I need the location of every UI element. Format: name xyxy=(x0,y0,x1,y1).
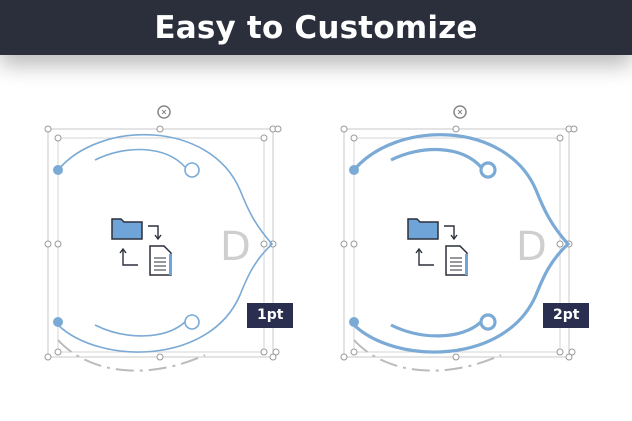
arc-dot-bottom xyxy=(349,317,359,327)
folder-icon xyxy=(407,218,439,240)
dashed-arc xyxy=(57,339,206,372)
outer-arc xyxy=(352,133,571,354)
page-title: Easy to Customize xyxy=(154,9,478,46)
arrow-icon xyxy=(119,225,162,266)
document-icon xyxy=(149,245,172,276)
arc-dot-bottom xyxy=(53,317,63,327)
arrow-icon xyxy=(415,225,458,266)
inner-arc-top xyxy=(94,148,186,168)
outer-arc xyxy=(57,133,274,353)
resize-handles[interactable] xyxy=(44,125,282,361)
document-icon xyxy=(445,245,468,276)
stroke-weight-badge: 2pt xyxy=(543,303,590,328)
shape-panel-2pt[interactable]: D 2pt xyxy=(336,100,590,380)
rotate-handle-icon[interactable] xyxy=(157,105,171,119)
stroke-weight-badge: 1pt xyxy=(247,303,294,328)
folder-icon xyxy=(111,218,143,240)
arc-ring-bottom xyxy=(184,314,200,330)
inner-arc-bottom xyxy=(390,320,483,338)
rotate-handle-icon[interactable] xyxy=(453,105,467,119)
arc-dot-top xyxy=(53,165,63,175)
header-banner: Easy to Customize xyxy=(0,0,632,55)
letter-d: D xyxy=(220,224,251,270)
arc-dot-top xyxy=(349,165,359,175)
inner-arc-top xyxy=(390,147,483,169)
dashed-arc xyxy=(353,339,502,372)
arc-ring-top xyxy=(479,161,497,179)
arc-ring-bottom xyxy=(479,313,497,331)
shape-panel-1pt[interactable]: D 1pt xyxy=(40,100,294,380)
letter-d: D xyxy=(516,224,547,270)
inner-arc-bottom xyxy=(94,321,186,337)
arc-ring-top xyxy=(184,162,200,178)
